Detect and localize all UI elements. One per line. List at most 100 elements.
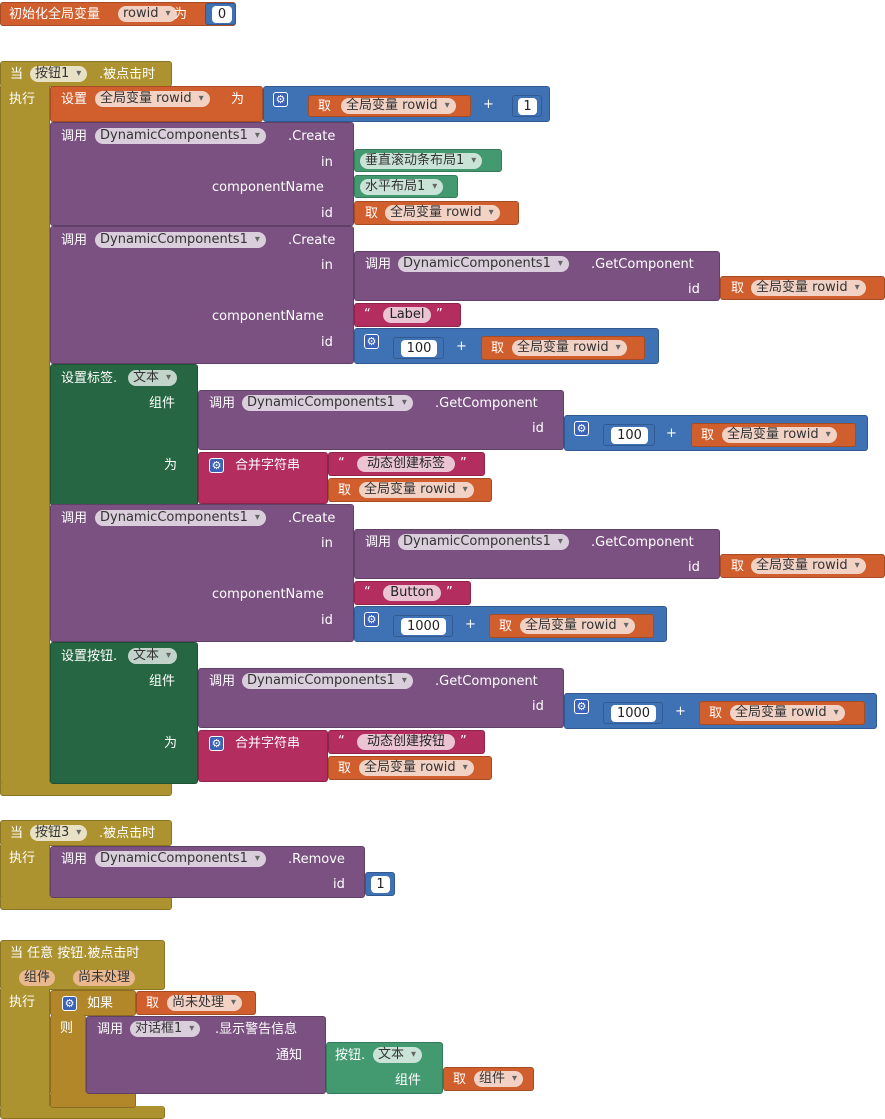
get-var-dropdown[interactable]: 全局变量 rowid [512, 340, 627, 356]
call-create-block-3[interactable]: 调用 DynamicComponents1 .Create in compone… [50, 504, 354, 642]
get-var-dropdown[interactable]: 全局变量 rowid [341, 98, 456, 114]
get-global-rowid-2[interactable]: 取 全局变量 rowid [354, 201, 519, 225]
dynamic-components-dropdown[interactable]: DynamicComponents1 [242, 395, 413, 411]
get-var-dropdown[interactable]: 全局变量 rowid [359, 760, 474, 776]
get-global-rowid-1[interactable]: 取 全局变量 rowid [308, 95, 471, 117]
gear-icon[interactable]: ⚙ [574, 421, 589, 436]
get-var-dropdown[interactable]: 全局变量 rowid [385, 205, 500, 221]
number-field-init[interactable]: 0 [212, 6, 232, 23]
get-global-rowid-6[interactable]: 取 全局变量 rowid [328, 478, 492, 502]
set-var-dropdown[interactable]: 全局变量 rowid [95, 91, 210, 107]
call-getcomponent-block-1[interactable]: 调用 DynamicComponents1 .GetComponent id [354, 251, 720, 301]
text-field-label[interactable]: Label [383, 307, 431, 323]
join-block-1[interactable]: ⚙ 合并字符串 [198, 452, 328, 504]
dynamic-components-dropdown[interactable]: DynamicComponents1 [95, 510, 266, 526]
get-global-rowid-4[interactable]: 取 全局变量 rowid [481, 336, 645, 360]
dynamic-components-dropdown[interactable]: DynamicComponents1 [95, 128, 266, 144]
component-block-vscroll[interactable]: 垂直滚动条布局1 [354, 149, 502, 172]
number-field-100b[interactable]: 100 [611, 427, 648, 444]
component-dropdown-hlayout[interactable]: 水平布局1 [360, 179, 444, 195]
text-block-label[interactable]: “ Label ” [354, 303, 461, 327]
get-global-rowid-9[interactable]: 取 全局变量 rowid [699, 701, 865, 725]
set-button-text-block[interactable]: 设置按钮. 文本 组件 为 [50, 642, 198, 784]
text-block-button[interactable]: “ Button ” [354, 581, 471, 605]
text-block-button-prefix[interactable]: “ 动态创建按钮 ” [328, 730, 485, 754]
label-property-dropdown[interactable]: 文本 [128, 370, 178, 386]
get-var-dropdown[interactable]: 全局变量 rowid [359, 482, 474, 498]
get-var-dropdown[interactable]: 全局变量 rowid [730, 705, 845, 721]
get-global-rowid-5[interactable]: 取 全局变量 rowid [691, 423, 856, 447]
call-create-block-1[interactable]: 调用 DynamicComponents1 .Create in compone… [50, 122, 354, 226]
add-block-3[interactable]: ⚙ 100 + 取 全局变量 rowid [564, 415, 868, 451]
get-global-rowid-7[interactable]: 取 全局变量 rowid [720, 554, 885, 578]
get-component-param[interactable]: 取 组件 [443, 1067, 534, 1091]
call-show-alert-block[interactable]: 调用 对话框1 .显示警告信息 通知 [86, 1016, 326, 1094]
dynamic-components-dropdown[interactable]: DynamicComponents1 [398, 256, 569, 272]
gear-icon[interactable]: ⚙ [364, 334, 379, 349]
gear-icon[interactable]: ⚙ [209, 736, 224, 751]
dynamic-components-dropdown[interactable]: DynamicComponents1 [242, 673, 413, 689]
button-property-dropdown[interactable]: 文本 [128, 648, 178, 664]
any-button-text-getter[interactable]: 按钮. 文本 组件 [326, 1042, 443, 1094]
text-block-label-prefix[interactable]: “ 动态创建标签 ” [328, 452, 485, 476]
get-component-dropdown[interactable]: 组件 [474, 1071, 524, 1087]
get-global-rowid-3[interactable]: 取 全局变量 rowid [720, 276, 885, 300]
gear-icon[interactable]: ⚙ [209, 458, 224, 473]
number-block-remove[interactable]: 1 [365, 872, 395, 896]
dynamic-components-dropdown[interactable]: DynamicComponents1 [95, 851, 266, 867]
event-button1-click-header[interactable]: 当 按钮1 .被点击时 [0, 61, 172, 87]
add-block-2[interactable]: ⚙ 100 + 取 全局变量 rowid [354, 328, 659, 364]
param-not-already-handled[interactable]: 尚未处理 [73, 970, 136, 986]
get-param-dropdown[interactable]: 尚未处理 [167, 995, 243, 1011]
number-block-init[interactable]: 0 [205, 3, 236, 25]
button1-component-dropdown[interactable]: 按钮1 [30, 66, 88, 82]
global-name-field[interactable]: rowid [118, 6, 177, 22]
text-field-button-prefix[interactable]: 动态创建按钮 [357, 734, 455, 750]
set-global-rowid-block[interactable]: 设置 全局变量 rowid 为 [50, 86, 263, 122]
get-var-dropdown[interactable]: 全局变量 rowid [751, 558, 866, 574]
text-field-label-prefix[interactable]: 动态创建标签 [357, 456, 455, 472]
gear-icon[interactable]: ⚙ [273, 92, 288, 107]
number-block-100a[interactable]: 100 [393, 337, 444, 359]
number-field-1[interactable]: 1 [518, 98, 537, 115]
component-dropdown-vscroll[interactable]: 垂直滚动条布局1 [360, 153, 483, 169]
component-block-hlayout[interactable]: 水平布局1 [354, 175, 458, 198]
number-block-100b[interactable]: 100 [603, 424, 655, 446]
set-label-text-block[interactable]: 设置标签. 文本 组件 为 [50, 364, 198, 506]
button3-component-dropdown[interactable]: 按钮3 [30, 825, 88, 841]
get-global-rowid-10[interactable]: 取 全局变量 rowid [328, 756, 492, 780]
join-block-2[interactable]: ⚙ 合并字符串 [198, 730, 328, 782]
dynamic-components-dropdown[interactable]: DynamicComponents1 [95, 232, 266, 248]
call-getcomponent-block-4[interactable]: 调用 DynamicComponents1 .GetComponent id [198, 668, 564, 728]
param-component[interactable]: 组件 [19, 970, 56, 986]
get-var-dropdown[interactable]: 全局变量 rowid [722, 427, 837, 443]
dynamic-components-dropdown[interactable]: DynamicComponents1 [398, 534, 569, 550]
if-block-header[interactable]: ⚙ 如果 [50, 990, 136, 1016]
global-init-block[interactable]: 初始化全局变量 rowid 为 0 [0, 2, 236, 26]
get-var-dropdown[interactable]: 全局变量 rowid [751, 280, 866, 296]
any-button-property-dropdown[interactable]: 文本 [373, 1047, 423, 1063]
number-block-1[interactable]: 1 [512, 95, 542, 117]
notifier-dropdown[interactable]: 对话框1 [130, 1021, 201, 1037]
call-getcomponent-block-3[interactable]: 调用 DynamicComponents1 .GetComponent id [354, 529, 720, 579]
number-field-100a[interactable]: 100 [401, 340, 437, 357]
event-button3-click-header[interactable]: 当 按钮3 .被点击时 [0, 820, 172, 846]
number-block-1000b[interactable]: 1000 [603, 702, 663, 724]
get-var-dropdown[interactable]: 全局变量 rowid [520, 618, 635, 634]
gear-icon[interactable]: ⚙ [574, 699, 589, 714]
add-block-5[interactable]: ⚙ 1000 + 取 全局变量 rowid [564, 693, 877, 729]
get-global-rowid-8[interactable]: 取 全局变量 rowid [489, 614, 654, 638]
call-remove-block[interactable]: 调用 DynamicComponents1 .Remove id [50, 846, 365, 898]
call-create-block-2[interactable]: 调用 DynamicComponents1 .Create in compone… [50, 226, 354, 364]
get-not-already-handled[interactable]: 取 尚未处理 [136, 991, 256, 1015]
number-field-1000b[interactable]: 1000 [611, 705, 656, 722]
gear-icon[interactable]: ⚙ [62, 996, 77, 1011]
number-field-remove[interactable]: 1 [371, 876, 390, 893]
text-field-button[interactable]: Button [383, 585, 441, 601]
add-block-4[interactable]: ⚙ 1000 + 取 全局变量 rowid [354, 606, 667, 642]
event-any-button-click-header[interactable]: 当 任意 按钮.被点击时 组件 尚未处理 [0, 940, 165, 990]
number-field-1000a[interactable]: 1000 [401, 618, 446, 635]
gear-icon[interactable]: ⚙ [364, 612, 379, 627]
add-block-1[interactable]: ⚙ 取 全局变量 rowid + 1 [263, 86, 550, 122]
call-getcomponent-block-2[interactable]: 调用 DynamicComponents1 .GetComponent id [198, 390, 564, 450]
